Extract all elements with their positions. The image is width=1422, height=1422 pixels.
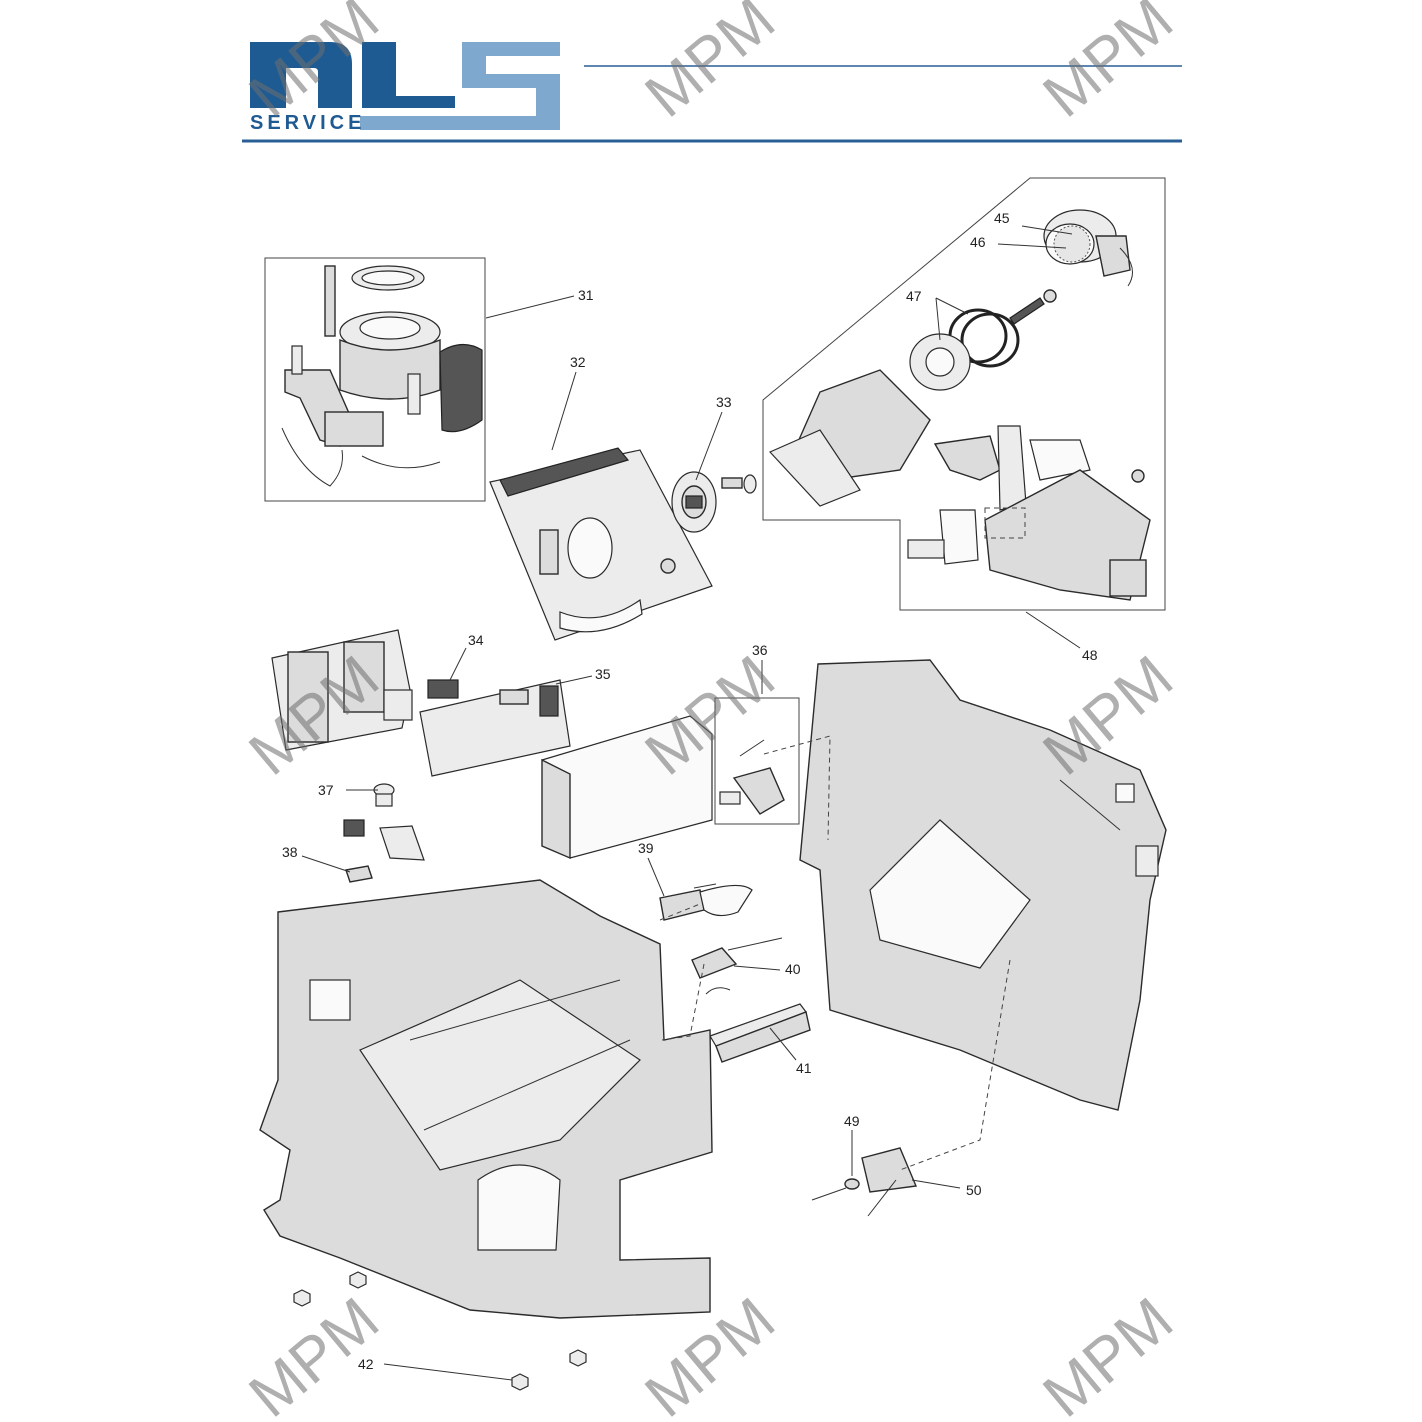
callout-34: 34 bbox=[468, 632, 484, 648]
callout-32: 32 bbox=[570, 354, 586, 370]
leader-lines bbox=[301, 225, 1081, 1381]
callout-41: 41 bbox=[796, 1060, 812, 1076]
callout-37: 37 bbox=[318, 782, 334, 798]
callout-labels: 31 32 33 45 46 47 48 34 35 36 37 38 39 4… bbox=[282, 210, 1098, 1372]
part-42-nuts bbox=[293, 1271, 587, 1391]
frame-31 bbox=[264, 257, 486, 502]
part-50-latch bbox=[861, 1147, 918, 1217]
callout-48: 48 bbox=[1082, 647, 1098, 663]
part-31-brew-assembly bbox=[281, 265, 483, 487]
part-40-lever bbox=[691, 937, 783, 995]
logo-service-text: SERVICE bbox=[250, 112, 365, 134]
callout-42: 42 bbox=[358, 1356, 374, 1372]
callout-33: 33 bbox=[716, 394, 732, 410]
part-48-piston-assembly bbox=[768, 333, 1151, 601]
part-41-rail bbox=[709, 1003, 811, 1063]
part-37-grommet bbox=[343, 783, 425, 861]
part-33-gear bbox=[671, 471, 757, 533]
part-49-screw bbox=[811, 1178, 860, 1201]
callout-40: 40 bbox=[785, 961, 801, 977]
part-box bbox=[541, 715, 713, 860]
watermark-7: MPM bbox=[237, 1285, 392, 1422]
callout-46: 46 bbox=[970, 234, 986, 250]
part-cover bbox=[271, 629, 413, 751]
callout-45: 45 bbox=[994, 210, 1010, 226]
callout-49: 49 bbox=[844, 1113, 860, 1129]
alignment-lines bbox=[659, 735, 1011, 1171]
part-39-lever bbox=[659, 883, 753, 921]
chassis-right bbox=[799, 659, 1167, 1111]
callout-31: 31 bbox=[578, 287, 594, 303]
callout-50: 50 bbox=[966, 1182, 982, 1198]
watermark-9: MPM bbox=[1031, 1285, 1186, 1422]
callout-39: 39 bbox=[638, 840, 654, 856]
part-46-filter bbox=[1053, 225, 1091, 263]
callout-47: 47 bbox=[906, 288, 922, 304]
frame-48 bbox=[762, 177, 1166, 611]
part-35-pcb bbox=[419, 679, 571, 777]
frame-36 bbox=[714, 697, 800, 825]
callout-38: 38 bbox=[282, 844, 298, 860]
part-38-clip bbox=[345, 865, 373, 883]
brand-logo: SERVICE bbox=[248, 42, 560, 134]
part-32-bracket bbox=[489, 447, 713, 641]
callout-35: 35 bbox=[595, 666, 611, 682]
part-36-spring bbox=[719, 739, 785, 815]
callout-36: 36 bbox=[752, 642, 768, 658]
chassis-left bbox=[259, 879, 713, 1319]
part-34-connector bbox=[427, 679, 459, 699]
